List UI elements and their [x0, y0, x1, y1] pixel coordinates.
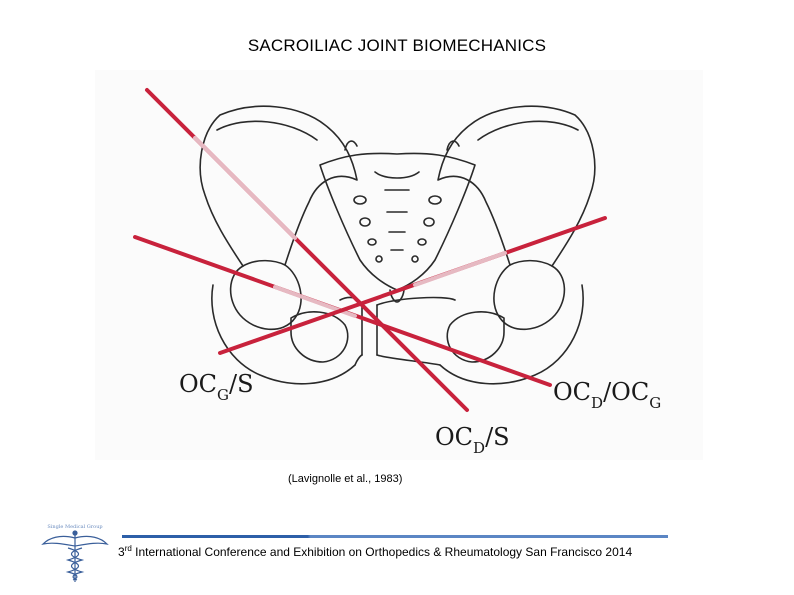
caduceus-icon [41, 530, 109, 582]
axis-ocg-s [218, 216, 607, 355]
logo: Single Medical Group [35, 524, 115, 586]
footer-divider [122, 535, 668, 538]
label-ocd-ocg: OCD/OCG [553, 378, 661, 412]
axis-labels: OCG/S OCD/S OCD/OCG [179, 370, 661, 457]
pelvis-outline [199, 105, 596, 385]
slide-title: SACROILIAC JOINT BIOMECHANICS [247, 36, 547, 55]
label-ocg-s: OCG/S [179, 370, 254, 404]
footer-ordinal-suffix: rd [124, 544, 132, 553]
footer-ordinal: 3 [118, 545, 125, 559]
pelvis-diagram: OCG/S OCD/S OCD/OCG [95, 70, 703, 460]
footer-conference: International Conference and Exhibition … [131, 545, 633, 559]
label-ocd-s: OCD/S [435, 423, 510, 457]
footer-text: 3rd International Conference and Exhibit… [118, 544, 633, 560]
figure-caption: (Lavignolle et al., 1983) [288, 473, 403, 485]
axis-lines [133, 88, 607, 412]
logo-text: Single Medical Group [47, 524, 103, 530]
